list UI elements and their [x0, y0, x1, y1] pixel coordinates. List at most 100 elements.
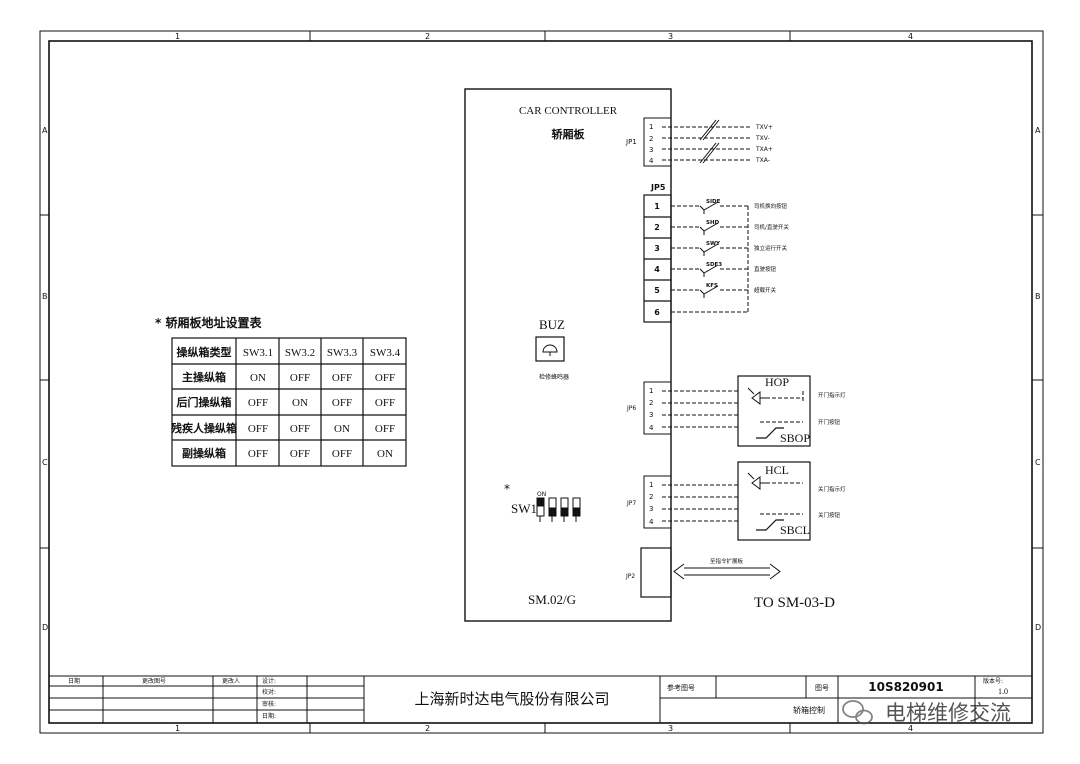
- table-cell: OFF: [290, 372, 310, 384]
- jp1-pin: 2: [649, 135, 653, 143]
- jp2-connector: JP2 至指令扩展板 TO SM-03-D: [625, 547, 835, 611]
- address-table-title: * 轿厢板地址设置表: [155, 315, 262, 330]
- jp6-connector: JP6 1 2 3 4 HOP SBOP 开门指示灯 开门按钮: [626, 375, 846, 447]
- table-cell: OFF: [290, 448, 310, 460]
- table-cell: 副操纵箱: [182, 446, 226, 460]
- dip-switch-icon: [536, 497, 581, 522]
- jp7-connector: JP7 1 2 3 4 HCL SBCL 关门指示灯 关门按钮: [626, 461, 846, 541]
- table-cell: OFF: [375, 397, 395, 409]
- table-cell: OFF: [332, 397, 352, 409]
- drawing-label: 图号: [815, 684, 829, 692]
- frame-row-label: D: [1035, 623, 1041, 632]
- table-cell: ON: [250, 372, 266, 384]
- watermark: 电梯维修交流: [842, 700, 1011, 725]
- jp5-pin: 4: [654, 265, 660, 274]
- jp7-pin: 3: [649, 505, 653, 513]
- frame-column-labels: 1 2 3 4 1 2 3 4: [175, 32, 913, 733]
- jp5-desc: 超载开关: [754, 286, 777, 294]
- jp5-desc: 司机换向按钮: [754, 202, 788, 210]
- jp6-label: JP6: [626, 405, 636, 412]
- version-value: 1.0: [998, 687, 1008, 696]
- jp5-desc: 独立运行开关: [754, 244, 788, 252]
- jp5-switch: SIDE: [706, 199, 721, 205]
- lamp-icon: [747, 472, 770, 490]
- jp1-signal: TXV-: [755, 135, 770, 142]
- frame-row-label: A: [42, 126, 48, 135]
- table-cell: OFF: [375, 423, 395, 435]
- title-date-col: 日期: [68, 677, 80, 685]
- frame-col-label: 1: [175, 724, 180, 733]
- jp5-pin: 1: [654, 202, 660, 211]
- jp7-desc1: 关门指示灯: [818, 485, 846, 493]
- table-header-cell: SW3.4: [370, 347, 401, 359]
- table-header-cell: SW3.3: [327, 347, 358, 359]
- address-table: * 轿厢板地址设置表 操纵箱类型 SW3.1 SW3.2 SW3.3 SW3.4…: [155, 315, 407, 467]
- buzzer-icon: [535, 336, 565, 362]
- wechat-icon: [842, 700, 873, 725]
- controller-title-en: CAR CONTROLLER: [519, 105, 618, 117]
- table-header-cell: SW3.1: [243, 347, 273, 359]
- jp5-connector: JP5 1 2 3 4 5 6: [643, 183, 789, 323]
- table-cell: 后门操纵箱: [177, 395, 232, 409]
- jp5-desc: 直驶按钮: [754, 265, 777, 273]
- jp1-signal: TXA-: [755, 157, 770, 164]
- jp5-switch: SDF3: [706, 262, 722, 268]
- title-check: 校对:: [262, 688, 276, 696]
- jp7-pin: 4: [649, 518, 654, 526]
- table-cell: 主操纵箱: [182, 370, 226, 384]
- jp6-pin: 3: [649, 411, 653, 419]
- frame-col-label: 2: [425, 32, 430, 41]
- jp1-pin: 1: [649, 123, 653, 131]
- table-cell: OFF: [290, 423, 310, 435]
- table-cell: ON: [377, 448, 393, 460]
- frame-col-label: 3: [668, 32, 673, 41]
- jp6-button-label: SBOP: [780, 431, 810, 445]
- frame-col-label: 4: [908, 32, 913, 41]
- jp5-switch: SHD: [706, 220, 720, 226]
- sw1-label: SW1: [511, 501, 537, 516]
- expansion-desc: 至指令扩展板: [710, 557, 744, 565]
- table-cell: OFF: [248, 448, 268, 460]
- title-changer-col: 更改人: [222, 677, 240, 685]
- jp6-desc2: 开门按钮: [818, 418, 841, 426]
- jp5-desc: 司机/直驶开关: [754, 223, 789, 231]
- table-cell: ON: [292, 397, 308, 409]
- jp5-switch: KFS: [706, 283, 718, 289]
- jp1-pin: 3: [649, 146, 653, 154]
- frame-col-label: 3: [668, 724, 673, 733]
- frame-row-label: C: [42, 458, 48, 467]
- double-arrow-icon: [673, 563, 781, 580]
- title-change-col: 更改图号: [142, 677, 166, 685]
- car-controller-board: CAR CONTROLLER 轿厢板 SM.02/G BUZ 检修蜂鸣器 * O…: [464, 88, 672, 622]
- table-header-cell: 操纵箱类型: [177, 345, 232, 359]
- drawing-name: 轿箱控制: [793, 705, 825, 715]
- jp6-pin: 2: [649, 399, 653, 407]
- sw1-star: *: [504, 482, 510, 496]
- jp6-desc1: 开门指示灯: [818, 391, 846, 399]
- jp1-signal: TXV+: [755, 124, 773, 131]
- jp5-pin: 6: [654, 308, 660, 317]
- frame-row-label: C: [1035, 458, 1041, 467]
- jp5-pin: 2: [654, 223, 660, 232]
- ref-label: 参考图号: [667, 683, 695, 692]
- buzzer-label: BUZ: [539, 317, 565, 332]
- table-cell: OFF: [332, 448, 352, 460]
- jp1-connector: JP1 1 2 3 4 TXV+ TXV- TXA+ TXA-: [625, 117, 773, 167]
- button-icon: [756, 519, 784, 531]
- jp5-switch: SWY: [706, 241, 721, 247]
- jp1-pin: 4: [649, 157, 654, 165]
- controller-model: SM.02/G: [528, 592, 576, 607]
- title-design: 设计:: [262, 677, 276, 685]
- title-dated: 日期:: [262, 712, 276, 720]
- button-icon: [756, 427, 784, 439]
- sw1-on-label: ON: [537, 491, 546, 498]
- to-board-label: TO SM-03-D: [754, 595, 835, 611]
- controller-title-cn: 轿厢板: [552, 127, 586, 141]
- table-cell: 残疾人操纵箱: [171, 421, 237, 435]
- jp7-desc2: 关门按钮: [818, 511, 841, 519]
- jp5-pin: 5: [654, 286, 660, 295]
- jp1-signal: TXA+: [755, 146, 773, 153]
- title-block: 日期 更改图号 更改人 设计: 校对: 审核: 日期: 上海新时达电气股份有限公…: [48, 675, 1033, 724]
- buzzer-desc: 检修蜂鸣器: [539, 373, 569, 381]
